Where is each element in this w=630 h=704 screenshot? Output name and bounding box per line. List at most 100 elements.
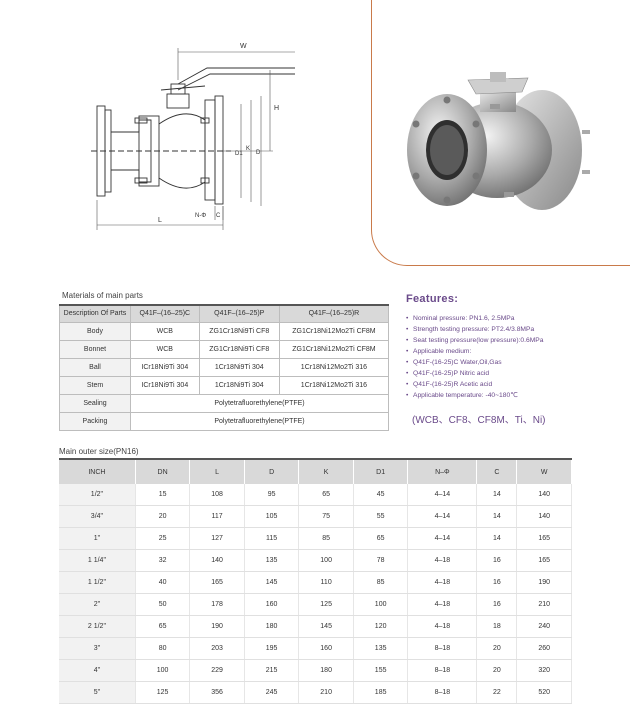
- size-cell: 245: [244, 681, 300, 704]
- size-cell: 65: [353, 527, 409, 550]
- size-cell: 4–14: [407, 505, 478, 528]
- size-cell: 1 1/4": [59, 549, 136, 572]
- size-cell: 520: [516, 681, 572, 704]
- feature-text: Q41F-(16-25)R Acetic acid: [413, 381, 493, 388]
- materials-cell: Polytetrafluorethylene(PTFE): [130, 394, 389, 413]
- size-header-cell: D: [244, 458, 300, 484]
- size-cell: 3/4": [59, 505, 136, 528]
- ball-valve-photo: [407, 72, 590, 210]
- size-cell: 25: [135, 527, 191, 550]
- size-cell: 320: [516, 659, 572, 682]
- size-cell: 140: [516, 505, 572, 528]
- feature-item: •Nominal pressure: PN1.6, 2.5MPa: [406, 315, 515, 322]
- size-cell: 140: [516, 484, 572, 506]
- feature-item: •Q41F-(16-25)R Acetic acid: [406, 381, 493, 388]
- size-cell: 178: [189, 593, 245, 616]
- size-cell: 135: [353, 637, 409, 660]
- size-cell: 260: [516, 637, 572, 660]
- dim-l-label: L: [158, 217, 162, 224]
- materials-part: Packing: [59, 412, 131, 431]
- size-cell: 100: [135, 659, 191, 682]
- size-cell: 4–14: [407, 527, 478, 550]
- materials-summary: (WCB、CF8、CF8M、Ti、Ni): [412, 415, 546, 426]
- size-cell: 4–18: [407, 593, 478, 616]
- features-title: Features:: [406, 293, 459, 305]
- materials-part: Bonnet: [59, 340, 131, 359]
- size-cell: 3": [59, 637, 136, 660]
- materials-header-c: Q41F–(16–25)C: [130, 304, 200, 323]
- size-cell: 165: [189, 571, 245, 594]
- size-cell: 229: [189, 659, 245, 682]
- size-cell: 75: [298, 505, 354, 528]
- feature-text: Seat testing pressure(low pressure):0.6M…: [413, 337, 544, 344]
- size-cell: 160: [244, 593, 300, 616]
- dim-k-label: K: [246, 146, 250, 152]
- materials-cell: WCB: [130, 322, 200, 341]
- feature-item: •Q41F-(16-25)P Nitric acid: [406, 370, 490, 377]
- size-header-cell: N–Φ: [407, 458, 478, 484]
- materials-part: Stem: [59, 376, 131, 395]
- feature-item: •Seat testing pressure(low pressure):0.6…: [406, 337, 544, 344]
- size-header-cell: INCH: [59, 458, 136, 484]
- materials-header-r: Q41F–(16–25)R: [278, 304, 390, 323]
- size-cell: 65: [135, 615, 191, 638]
- size-cell: 8–18: [407, 637, 478, 660]
- materials-cell: ICr18Ni9Ti 304: [130, 376, 200, 395]
- size-cell: 125: [298, 593, 354, 616]
- materials-cell: ZG1Cr18Ni9Ti CF8: [198, 340, 280, 359]
- dim-d-label: D: [256, 150, 261, 156]
- materials-part: Ball: [59, 358, 131, 377]
- feature-text: Q41F-(16-25)P Nitric acid: [413, 370, 490, 377]
- size-header-cell: K: [298, 458, 354, 484]
- feature-text: Strength testing pressure: PT2.4/3.8MPa: [413, 326, 535, 333]
- materials-row: Packing Polytetrafluorethylene(PTFE): [59, 412, 389, 431]
- feature-item: •Q41F-(16-25)C Water,Oil,Gas: [406, 359, 502, 366]
- size-cell: 4": [59, 659, 136, 682]
- size-cell: 1 1/2": [59, 571, 136, 594]
- size-cell: 135: [244, 549, 300, 572]
- materials-cell: ICr18Ni9Ti 304: [130, 358, 200, 377]
- materials-part: Sealing: [59, 394, 131, 413]
- feature-text: Nominal pressure: PN1.6, 2.5MPa: [413, 315, 515, 322]
- size-cell: 210: [298, 681, 354, 704]
- size-cell: 22: [476, 681, 518, 704]
- size-cell: 190: [516, 571, 572, 594]
- materials-cell: ZG1Cr18Ni12Mo2Ti CF8M: [278, 322, 390, 341]
- size-cell: 8–18: [407, 681, 478, 704]
- size-cell: 145: [244, 571, 300, 594]
- feature-item: •Applicable temperature: -40~180℃: [406, 392, 518, 399]
- size-cell: 203: [189, 637, 245, 660]
- size-cell: 14: [476, 527, 518, 550]
- valve-technical-drawing: W H D1 K D L C N-Φ: [91, 43, 295, 230]
- size-cell: 85: [298, 527, 354, 550]
- size-table-title: Main outer size(PN16): [59, 447, 139, 456]
- size-cell: 4–18: [407, 571, 478, 594]
- size-cell: 180: [298, 659, 354, 682]
- size-cell: 80: [135, 637, 191, 660]
- size-cell: 180: [244, 615, 300, 638]
- size-cell: 165: [516, 549, 572, 572]
- size-cell: 20: [476, 637, 518, 660]
- size-cell: 95: [244, 484, 300, 506]
- size-cell: 165: [516, 527, 572, 550]
- dim-h-label: H: [274, 105, 279, 112]
- size-cell: 15: [135, 484, 191, 506]
- feature-text: Q41F-(16-25)C Water,Oil,Gas: [413, 359, 502, 366]
- size-cell: 4–14: [407, 484, 478, 506]
- size-cell: 210: [516, 593, 572, 616]
- materials-table: Description Of Parts Q41F–(16–25)C Q41F–…: [59, 304, 390, 431]
- materials-part: Body: [59, 322, 131, 341]
- size-cell: 145: [298, 615, 354, 638]
- materials-cell: 1Cr18Ni12Mo2Ti 316: [278, 376, 390, 395]
- size-cell: 32: [135, 549, 191, 572]
- size-cell: 160: [298, 637, 354, 660]
- size-cell: 2": [59, 593, 136, 616]
